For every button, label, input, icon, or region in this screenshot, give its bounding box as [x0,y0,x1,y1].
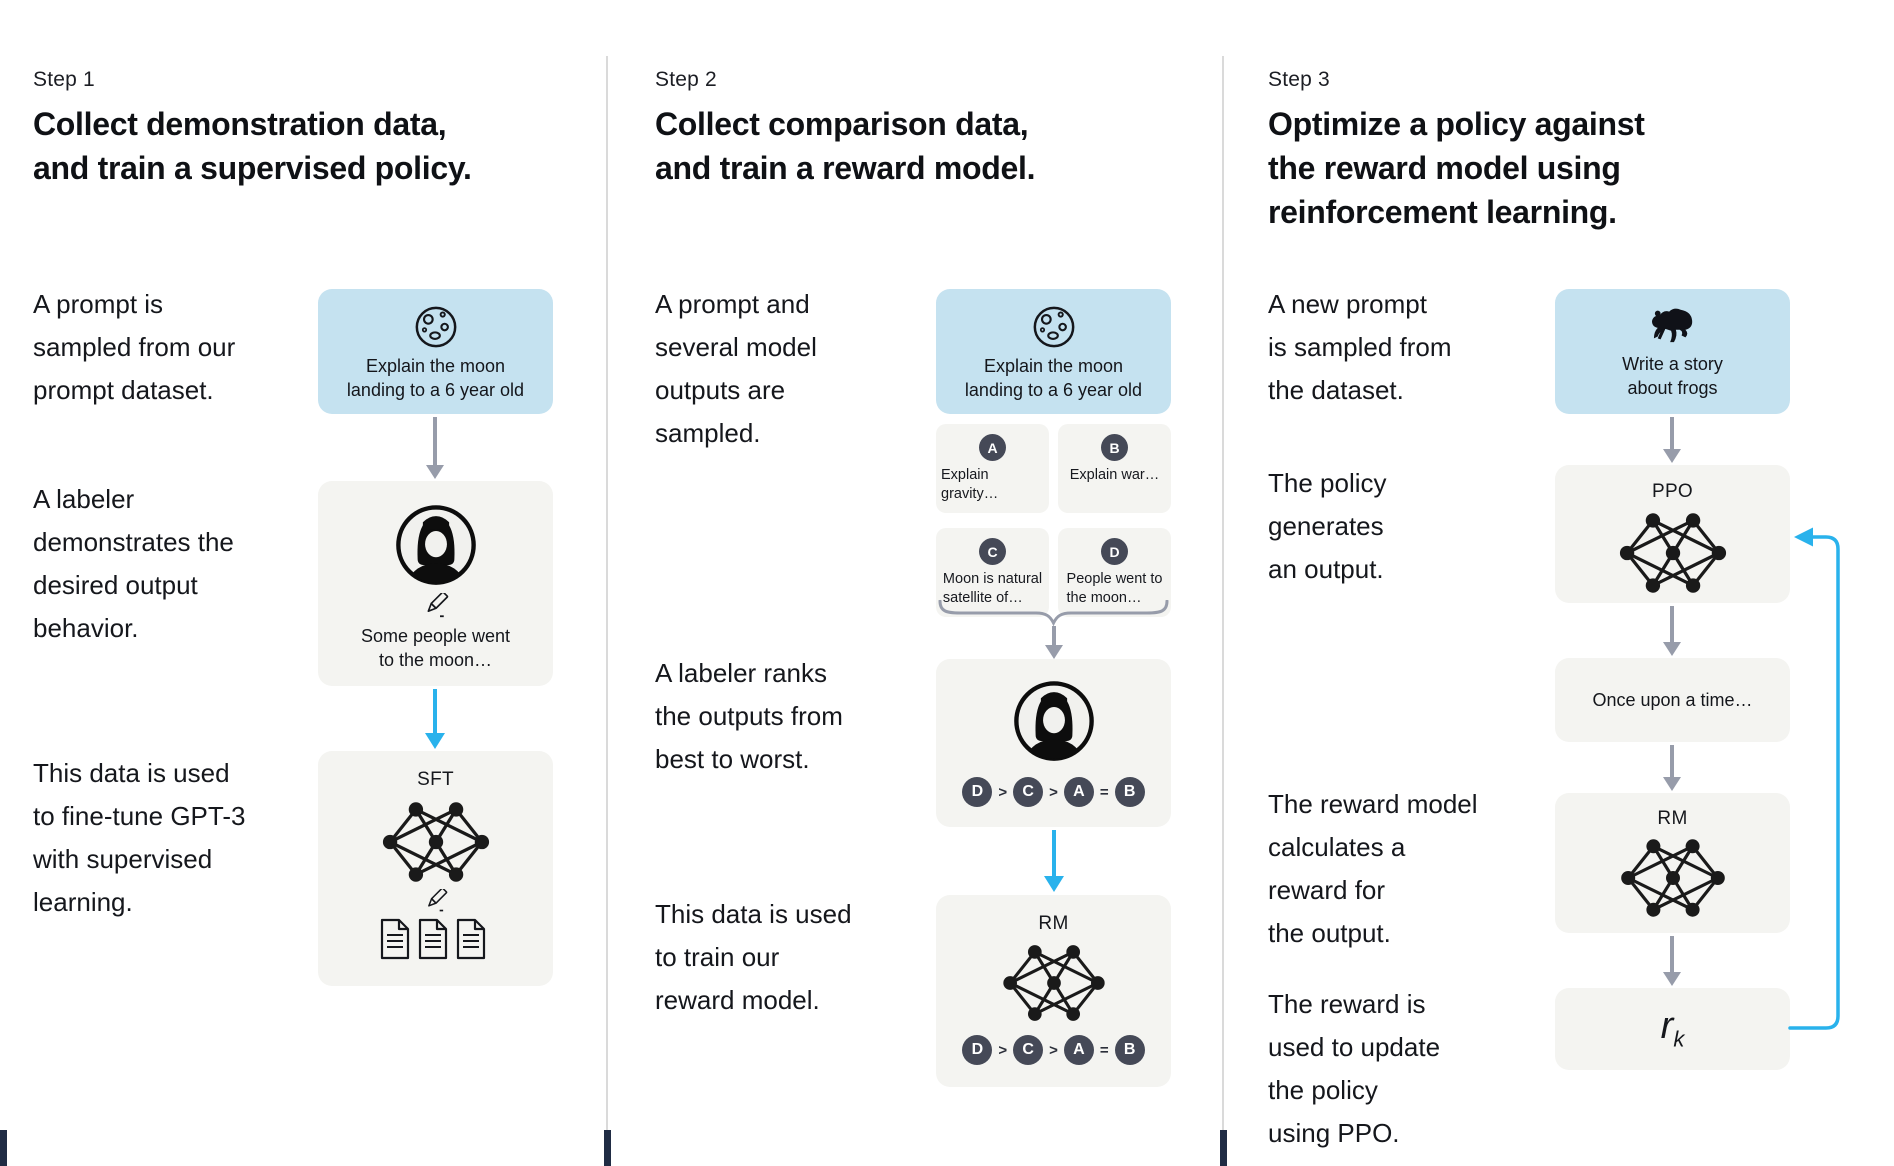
down-arrow [426,417,444,479]
step2-prompt-text: Explain the moon landing to a 6 year old [964,356,1143,400]
rank-operator: > [998,1041,1008,1059]
rank-operator: = [1099,1041,1109,1059]
labeler-avatar-icon [1012,679,1096,763]
down-arrow [1045,626,1063,659]
documents-icon [380,917,492,961]
ppo-label: PPO [1651,481,1694,502]
rank-operator: > [998,783,1008,801]
ranking-row: D > C > A = B [962,777,1145,807]
step1-demo-text: Some people went to the moon… [360,626,511,670]
output-badge: A [979,434,1006,461]
step2-label: Step 2 [655,68,717,91]
step1-label: Step 1 [33,68,95,91]
step3-title: Optimize a policy against the reward mod… [1268,106,1645,230]
step1-text-prompt: A prompt is sampled from our prompt data… [33,289,236,405]
rank-operator: > [1049,1041,1058,1059]
moon-icon [1031,304,1077,350]
step2-text-train: This data is used to train our reward mo… [655,899,852,1015]
rank-badge: B [1114,777,1145,807]
down-arrow-blue [425,689,445,749]
down-arrow [1663,745,1681,791]
neural-network-icon [1617,835,1729,921]
step3-reward-box: rk [1555,988,1790,1070]
moon-icon [413,304,459,350]
rm-label: RM [1038,913,1069,934]
step3-prompt-text: Write a story about frogs [1622,354,1723,398]
rank-badge: A [1063,1035,1094,1065]
step3-text-policy: The policy generates an output. [1268,468,1387,584]
frog-icon [1648,304,1698,346]
model-outputs-grid: A Explain gravity… B Explain war… C Moon… [936,424,1171,617]
underbrace [938,600,1169,626]
rm-label: RM [1657,808,1688,829]
down-arrow [1663,606,1681,656]
step1-text-finetune: This data is used to fine-tune GPT-3 wit… [33,758,246,917]
ranking-row: D > C > A = B [962,1035,1145,1065]
labeler-avatar-icon [394,503,478,587]
column-divider [1222,56,1224,1166]
neural-network-icon [378,798,494,886]
step2-prompt-box: Explain the moon landing to a 6 year old [936,289,1171,414]
rank-badge: B [1114,1035,1145,1065]
step1-prompt-box: Explain the moon landing to a 6 year old [318,289,553,414]
reward-value: rk [1660,1005,1685,1052]
down-arrow-blue [1044,830,1064,892]
step1-title: Collect demonstration data, and train a … [33,106,472,186]
output-card-d: D People went to the moon… [1058,528,1171,617]
step2-text-ranks: A labeler ranks the outputs from best to… [655,658,843,774]
output-text: Explain war… [1069,467,1160,483]
column-divider [606,56,608,1166]
down-arrow [1663,936,1681,986]
step2-text-sampled: A prompt and several model outputs are s… [655,289,817,448]
step3-label: Step 3 [1268,68,1330,91]
feedback-loop-arrow [1788,527,1840,1030]
step2-rm-box: RM D > C > A = B [936,895,1171,1087]
page-edge-marker [604,1130,611,1166]
step1-sft-box: SFT [318,751,553,986]
step3-text-reward-update: The reward is used to update the policy … [1268,989,1441,1148]
output-badge: D [1101,538,1128,565]
output-card-c: C Moon is natural satellite of… [936,528,1049,617]
step2-ranker-box: D > C > A = B [936,659,1171,827]
output-text: People went to the moon… [1066,571,1163,606]
step3-ppo-box: PPO [1555,465,1790,603]
rank-operator: = [1099,783,1109,801]
step3-text-reward-calc: The reward model calculates a reward for… [1268,789,1478,948]
rank-badge: C [1013,1035,1044,1065]
rank-badge: C [1013,777,1044,807]
rank-badge: D [962,1035,993,1065]
step3-prompt-box: Write a story about frogs [1555,289,1790,414]
page-edge-marker [0,1130,7,1166]
page-edge-marker [1220,1130,1227,1166]
step3-rm-box: RM [1555,793,1790,933]
rank-badge: A [1063,777,1094,807]
step2-title: Collect comparison data, and train a rew… [655,106,1036,186]
rank-badge: D [962,777,993,807]
output-badge: C [979,538,1006,565]
step3-text-new-prompt: A new prompt is sampled from the dataset… [1268,289,1452,405]
pencil-icon [422,593,449,620]
neural-network-icon [999,941,1109,1025]
output-text: Moon is natural satellite of… [942,571,1043,606]
output-badge: B [1101,434,1128,461]
down-arrow [1663,417,1681,463]
step3-output-text: Once upon a time… [1592,690,1753,710]
sft-label: SFT [417,769,454,790]
output-text: Explain gravity… [941,467,999,502]
step3-output-box: Once upon a time… [1555,658,1790,742]
step1-prompt-text: Explain the moon landing to a 6 year old [346,356,525,400]
output-card-b: B Explain war… [1058,424,1171,513]
output-card-a: A Explain gravity… [936,424,1049,513]
neural-network-icon [1615,509,1731,597]
step1-text-labeler: A labeler demonstrates the desired outpu… [33,484,234,643]
rank-operator: > [1049,783,1058,801]
step1-labeler-box: Some people went to the moon… [318,481,553,686]
pencil-icon [423,889,448,914]
